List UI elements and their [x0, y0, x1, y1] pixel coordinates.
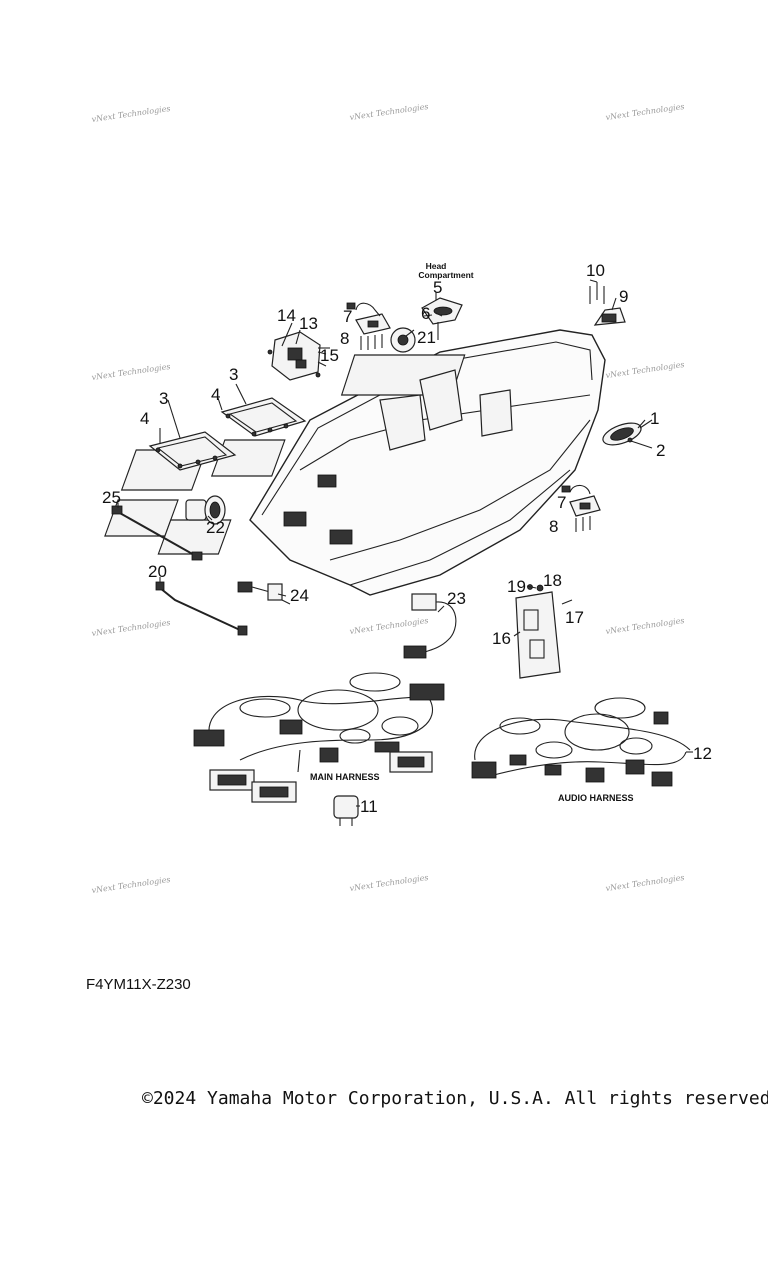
watermark: vNext Technologies [605, 102, 685, 122]
callout-23: 23 [447, 589, 466, 608]
callout-11: 11 [360, 797, 378, 816]
callout-17: 17 [565, 608, 584, 627]
callout-5: 5 [433, 278, 442, 297]
part-7-8-top [346, 302, 391, 350]
callout-1: 1 [650, 409, 659, 428]
boat-hull [104, 329, 606, 596]
watermark: vNext Technologies [91, 362, 171, 382]
callout-7: 7 [557, 493, 566, 512]
watermark: vNext Technologies [349, 873, 429, 893]
part-23-connector [403, 593, 457, 659]
callout-4: 4 [140, 409, 149, 428]
watermark: vNext Technologies [349, 102, 429, 122]
callout-7: 7 [343, 307, 352, 326]
callout-2: 2 [656, 441, 665, 460]
audio-harness [471, 697, 691, 787]
part-7-8-right [561, 484, 601, 532]
watermark: vNext Technologies [605, 873, 685, 893]
callout-6: 6 [421, 304, 430, 323]
callout-9: 9 [619, 287, 628, 306]
part-9-10 [589, 282, 626, 326]
part-16-ecu [515, 584, 573, 679]
callout-8: 8 [549, 517, 558, 536]
callout-12: 12 [693, 744, 712, 763]
head-compartment-label: Compartment [418, 270, 473, 280]
callout-21: 21 [417, 328, 436, 347]
callout-10: 10 [586, 261, 605, 280]
part-5-6-light [421, 292, 463, 340]
callout-8: 8 [340, 329, 349, 348]
callout-22: 22 [206, 518, 225, 537]
callout-18: 18 [543, 571, 562, 590]
callout-16: 16 [492, 629, 511, 648]
watermark: vNext Technologies [91, 875, 171, 895]
diagram-code: F4YM11X-Z230 [86, 976, 191, 993]
head-compartment-label: Head [426, 261, 447, 271]
part-24-sensor [237, 581, 291, 605]
main-harness-label: MAIN HARNESS [310, 772, 380, 782]
part-1-light [602, 419, 653, 449]
callout-25: 25 [102, 488, 121, 507]
watermark: vNext Technologies [91, 104, 171, 124]
watermark: vNext Technologies [349, 616, 429, 636]
part-11-relay [333, 795, 359, 826]
callout-24: 24 [290, 586, 309, 605]
part-3-4-trays [148, 383, 307, 471]
part-22-socket [185, 495, 226, 525]
callout-20: 20 [148, 562, 167, 581]
main-harness [193, 672, 445, 803]
callout-14: 14 [277, 306, 296, 325]
callout-15: 15 [320, 346, 339, 365]
leader-lines [117, 279, 693, 807]
callout-4: 4 [211, 385, 220, 404]
watermark: vNext Technologies [91, 618, 171, 638]
part-25-cable [111, 505, 203, 561]
callout-3: 3 [229, 365, 238, 384]
audio-harness-label: AUDIO HARNESS [558, 793, 634, 803]
callout-3: 3 [159, 389, 168, 408]
watermark: vNext Technologies [605, 360, 685, 380]
callouts: 1 2 3 3 4 4 5 6 7 7 8 8 9 10 11 12 13 14… [102, 261, 712, 816]
watermark: vNext Technologies [605, 616, 685, 636]
copyright-notice: ©2024 Yamaha Motor Corporation, U.S.A. A… [142, 1088, 768, 1109]
callout-13: 13 [299, 314, 318, 333]
callout-19: 19 [507, 577, 526, 596]
